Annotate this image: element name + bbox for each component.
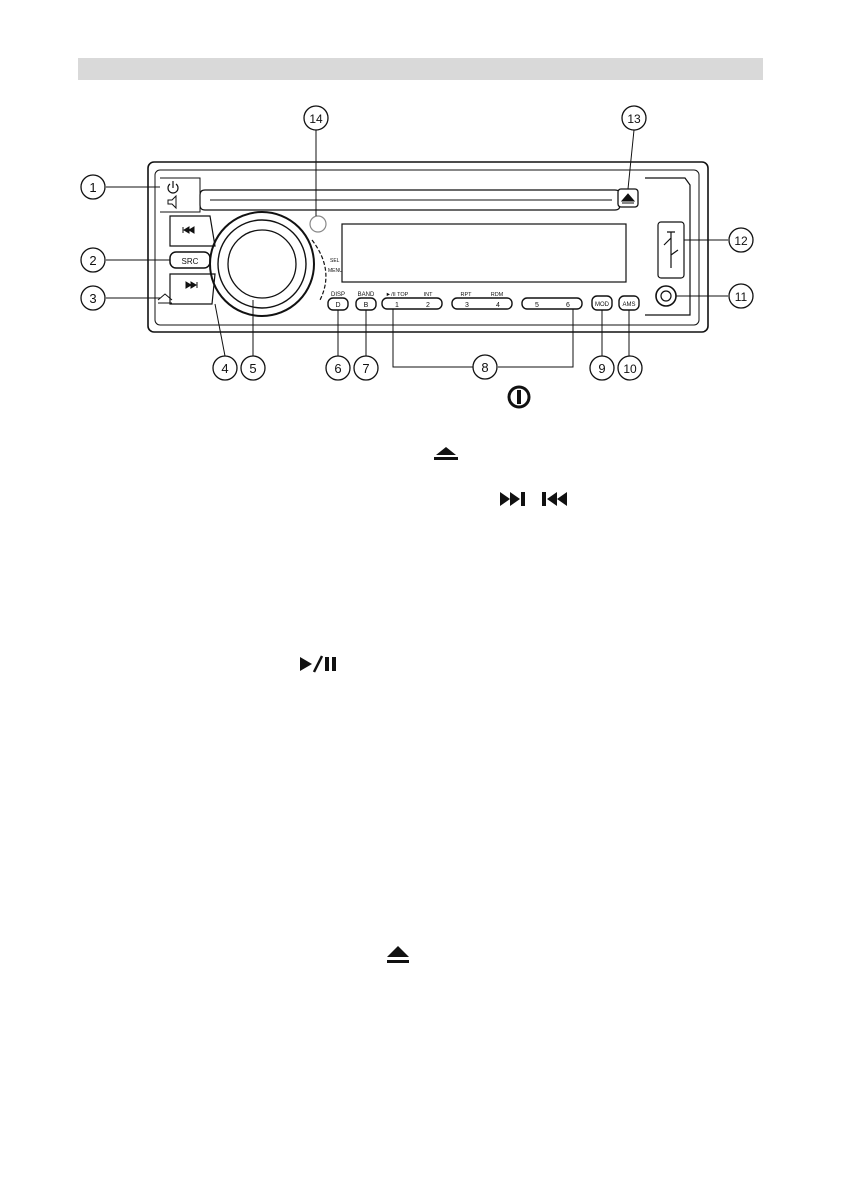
preset-num-3: 3 [465,302,469,309]
prev-track-button [169,215,216,247]
svg-text:4: 4 [221,361,228,376]
disp-key: D [335,302,340,309]
callout-11: 11 [728,283,754,309]
panel-inner-frame [154,169,700,326]
eject-icon [620,193,636,204]
eject-icon [387,946,409,963]
callout-9: 9 [589,355,615,381]
preset-top-label-1: ►/II TOP [386,292,409,298]
prev-icon [182,226,195,234]
svg-text:2: 2 [89,253,96,268]
aux-jack [655,285,677,307]
svg-text:7: 7 [362,361,369,376]
svg-text:12: 12 [734,234,748,248]
preset-button-5-6 [521,297,583,310]
prev-icon [542,492,567,506]
knob-side-label-menu: MENU [328,268,343,274]
leader-lines [106,129,728,368]
preset-button-1-2 [381,297,443,310]
preset-top-label-3: RPT [461,292,473,298]
release-icon [157,293,173,304]
svg-text:5: 5 [249,361,256,376]
preset-top-label-2: INT [424,292,434,298]
svg-text:10: 10 [623,362,637,376]
volume-knob-outer [209,211,315,317]
callout-1: 1 [80,174,106,200]
preset-num-5: 5 [535,302,539,309]
callout-8: 8 [472,354,498,380]
callout-2: 2 [80,247,106,273]
preset-num-6: 6 [566,302,570,309]
right-side-panel [645,177,691,316]
svg-text:13: 13 [627,112,641,126]
power-symbol-icon [507,385,531,409]
ir-sensor [309,215,327,233]
power-icon [167,181,179,194]
volume-knob-inner [227,229,297,299]
callout-14: 14 [303,105,329,131]
disp-label: DISP [331,292,345,298]
aux-jack-inner [660,290,672,302]
callout-4: 4 [212,355,238,381]
callout-7: 7 [353,355,379,381]
next-prev-separator [534,490,536,508]
preset-button-3-4 [451,297,513,310]
knob-arc [311,239,327,301]
svg-text:6: 6 [334,361,341,376]
svg-text:9: 9 [598,361,605,376]
car-radio-front-panel-diagram: SEL MENU SRC DISP D BAND B ►/II TOP INT … [80,105,754,381]
band-key: B [364,302,369,309]
callout-3: 3 [80,285,106,311]
next-track-button [169,273,216,305]
preset-top-label-4: RDM [491,292,504,298]
knob-side-label-sel: SEL [330,258,340,264]
callout-5: 5 [240,355,266,381]
svg-text:8: 8 [481,360,488,375]
svg-text:1: 1 [89,180,96,195]
next-icon [500,492,525,506]
next-icon [185,281,198,289]
preset-num-4: 4 [496,302,500,309]
volume-knob-ring [217,219,307,309]
callout-13: 13 [621,105,647,131]
svg-text:14: 14 [309,112,323,126]
callout-10: 10 [617,355,643,381]
band-label: BAND [358,292,375,298]
header-bar [78,58,763,80]
callout-6: 6 [325,355,351,381]
play-pause-icon [300,655,336,673]
display-window [341,223,627,283]
panel-outer-frame [147,161,709,333]
release-icon [434,447,458,460]
preset-num-1: 1 [395,302,399,309]
usb-port [657,221,685,279]
power-button [160,177,201,213]
ams-key: AMS [622,302,635,308]
callout-12: 12 [728,227,754,253]
src-label: SRC [182,257,199,266]
preset-num-2: 2 [426,302,430,309]
svg-text:11: 11 [735,290,748,304]
usb-icon [663,231,679,268]
mute-icon [167,194,177,210]
svg-text:3: 3 [89,291,96,306]
mod-key: MOD [595,302,610,308]
